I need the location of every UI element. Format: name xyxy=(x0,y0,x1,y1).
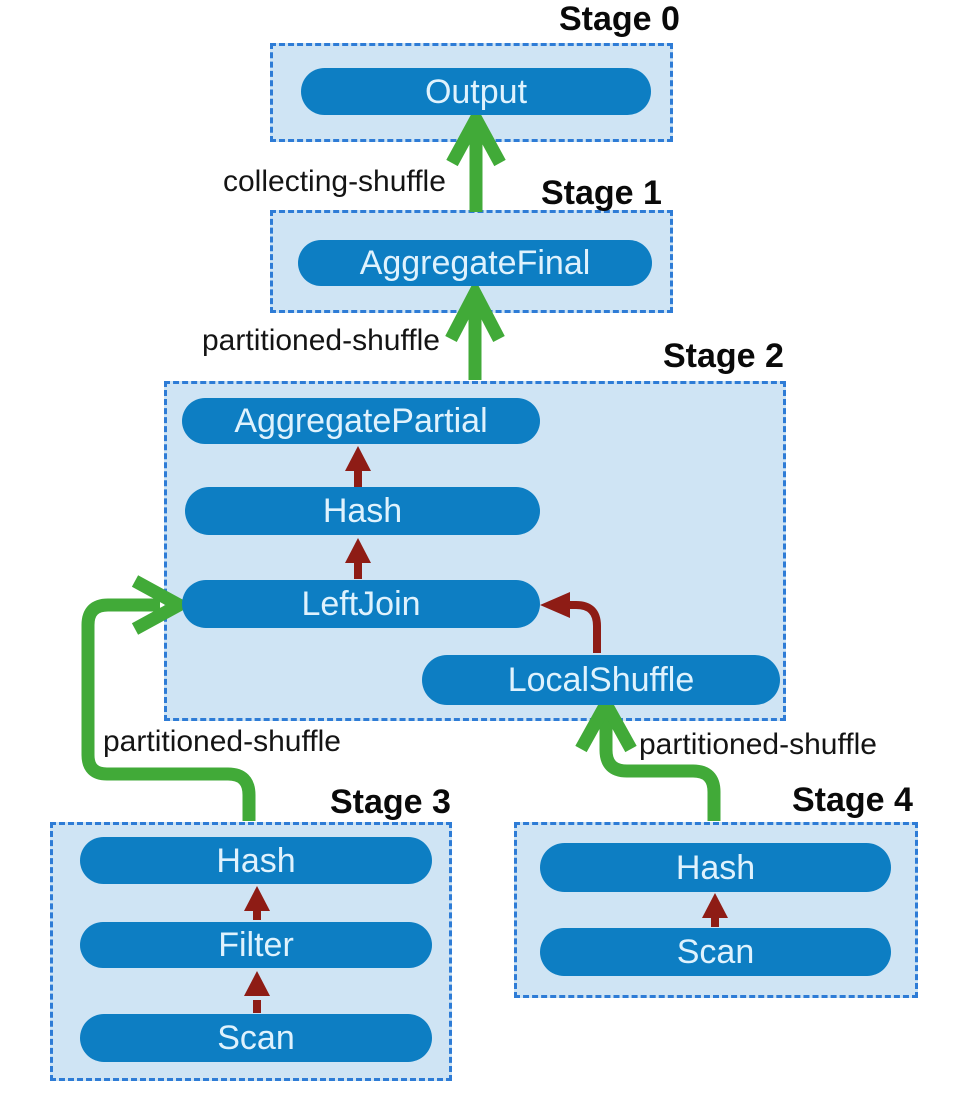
operator-filter: Filter xyxy=(80,922,432,968)
operator-hash-stage2: Hash xyxy=(185,487,540,535)
operator-hash-stage4: Hash xyxy=(540,843,891,892)
operator-left-join: LeftJoin xyxy=(182,580,540,628)
edge-label-collecting-shuffle: collecting-shuffle xyxy=(223,165,446,198)
operator-hash-stage3: Hash xyxy=(80,837,432,884)
operator-scan-stage3: Scan xyxy=(80,1014,432,1062)
partitioned-shuffle-arrow-stage4-to-localshuffle xyxy=(575,690,721,821)
edge-label-partitioned-shuffle-top: partitioned-shuffle xyxy=(202,324,440,357)
stage-3-label: Stage 3 xyxy=(330,783,451,821)
operator-aggregate-final: AggregateFinal xyxy=(298,240,652,286)
stage-0-label: Stage 0 xyxy=(559,0,680,38)
operator-local-shuffle: LocalShuffle xyxy=(422,655,780,705)
operator-output: Output xyxy=(301,68,651,115)
operator-aggregate-partial: AggregatePartial xyxy=(182,398,540,444)
edge-label-partitioned-shuffle-left: partitioned-shuffle xyxy=(103,725,341,758)
edge-label-partitioned-shuffle-right: partitioned-shuffle xyxy=(639,728,877,761)
stage-4-label: Stage 4 xyxy=(792,781,913,819)
operator-scan-stage4: Scan xyxy=(540,928,891,976)
stage-1-label: Stage 1 xyxy=(541,174,662,212)
stage-2-label: Stage 2 xyxy=(663,337,784,375)
